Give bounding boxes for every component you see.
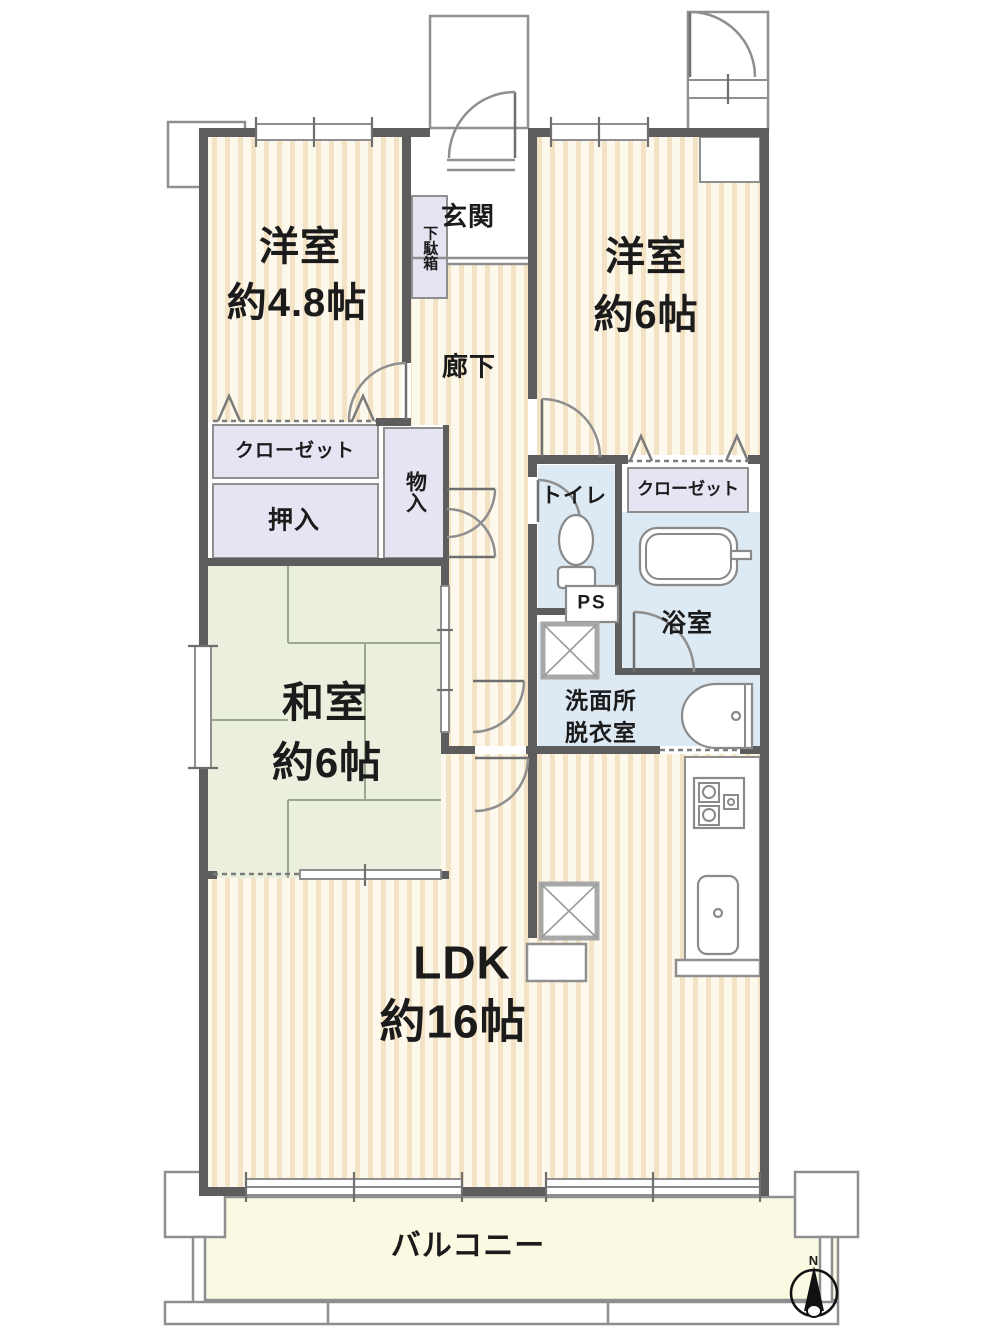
japanese-room-name: 和室 bbox=[281, 678, 369, 726]
bathroom-label: 浴室 bbox=[660, 609, 714, 638]
washroom-label-line2: 脱衣室 bbox=[565, 719, 637, 746]
pipe-space-label: PS bbox=[577, 592, 607, 614]
western-room-1-size: 約4.8帖 bbox=[226, 281, 368, 325]
balcony-rail bbox=[163, 1300, 840, 1326]
compass-north-label: N bbox=[808, 1252, 820, 1268]
western-room-2-floor bbox=[537, 137, 760, 455]
wall bbox=[443, 425, 449, 558]
wall bbox=[528, 455, 537, 477]
entrance-label: 玄関 bbox=[440, 201, 496, 232]
tatami-lines bbox=[208, 566, 441, 878]
folding-door-icon bbox=[628, 432, 750, 462]
entrance-door bbox=[447, 90, 517, 159]
western-room-1-name: 洋室 bbox=[259, 225, 341, 269]
wall bbox=[615, 668, 762, 675]
sliding-door bbox=[299, 869, 442, 880]
entrance-porch bbox=[428, 14, 530, 130]
counter-box bbox=[525, 942, 588, 983]
balcony-floor bbox=[194, 1195, 840, 1302]
wall bbox=[441, 566, 449, 586]
wall bbox=[526, 746, 533, 754]
kitchen-counter-end bbox=[674, 958, 762, 978]
wall bbox=[376, 418, 411, 426]
wall bbox=[402, 128, 411, 363]
closet-right-label: クローゼット bbox=[637, 479, 739, 499]
window bbox=[244, 1172, 464, 1202]
window bbox=[544, 1172, 762, 1202]
wall bbox=[528, 524, 537, 746]
wall bbox=[441, 746, 475, 754]
wall bbox=[537, 455, 628, 464]
washbasin-icon bbox=[680, 682, 754, 750]
ldk-size: 約16帖 bbox=[379, 995, 527, 1048]
wall bbox=[740, 746, 762, 754]
western-room-2-corner-notch bbox=[699, 136, 761, 183]
washroom-label-line1: 洗面所 bbox=[565, 687, 637, 714]
balcony-post-right bbox=[818, 1235, 834, 1305]
western-room-2-name: 洋室 bbox=[605, 235, 687, 279]
ldk-name: LDK bbox=[413, 936, 511, 989]
oshiire-box bbox=[212, 483, 379, 559]
kitchen-sink-icon bbox=[696, 874, 740, 956]
western-room-1-floor bbox=[208, 137, 402, 422]
entrance-step bbox=[412, 158, 528, 266]
wall bbox=[760, 128, 769, 1196]
balcony-label: バルコニー bbox=[390, 1229, 546, 1263]
japanese-room-size: 約6帖 bbox=[271, 738, 383, 786]
shoe-box-label: 下駄箱 bbox=[421, 225, 439, 271]
sliding-door bbox=[440, 585, 450, 733]
shoe-box bbox=[411, 195, 448, 299]
bathtub-icon bbox=[638, 526, 753, 587]
washroom-door bbox=[472, 679, 526, 734]
japanese-room-floor bbox=[208, 566, 441, 878]
bathroom-door bbox=[632, 610, 696, 673]
stove-icon bbox=[692, 776, 746, 830]
pipe-shaft-icon bbox=[538, 881, 600, 941]
toilet-label: トイレ bbox=[541, 484, 607, 508]
wall bbox=[208, 558, 449, 566]
ldk-floor bbox=[208, 754, 760, 1187]
western-room-2-size: 約6帖 bbox=[593, 293, 699, 337]
western-room-2-door bbox=[540, 397, 602, 458]
pipe-shaft-icon bbox=[540, 621, 600, 680]
wall bbox=[199, 1187, 769, 1196]
closet-left-box bbox=[212, 424, 379, 479]
storage-double-door bbox=[446, 487, 497, 559]
hallway-label: 廊下 bbox=[441, 351, 497, 382]
storage-box bbox=[383, 427, 448, 559]
north-compass-icon bbox=[789, 1266, 839, 1318]
window bbox=[549, 117, 650, 147]
wall bbox=[441, 732, 449, 754]
closet-left-label: クローゼット bbox=[234, 440, 356, 462]
window bbox=[687, 74, 769, 104]
wall bbox=[208, 871, 217, 879]
storage-label: 物入 bbox=[403, 471, 427, 513]
oshiire-label: 押入 bbox=[267, 506, 321, 535]
wall bbox=[615, 457, 622, 675]
balcony-side-block-right bbox=[793, 1170, 860, 1239]
window bbox=[188, 644, 218, 770]
toilet-icon bbox=[556, 513, 597, 590]
western-room-1-door bbox=[347, 361, 408, 421]
service-porch-door bbox=[688, 10, 757, 78]
folding-door-icon bbox=[216, 392, 376, 422]
wall bbox=[528, 137, 537, 399]
wall bbox=[748, 455, 762, 464]
wall bbox=[441, 871, 449, 879]
wall bbox=[533, 746, 660, 754]
ldk-door bbox=[474, 756, 530, 813]
closet-right-box bbox=[627, 467, 749, 513]
wall bbox=[528, 754, 537, 938]
hallway-floor-side bbox=[411, 298, 447, 425]
window bbox=[254, 117, 374, 147]
balcony-post-left bbox=[191, 1235, 207, 1305]
hallway-floor bbox=[447, 264, 528, 746]
